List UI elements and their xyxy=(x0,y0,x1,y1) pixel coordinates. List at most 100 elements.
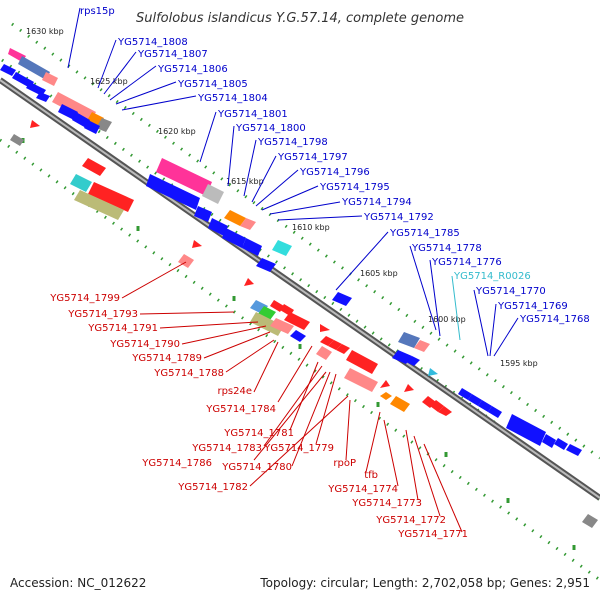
reverse-labels: YG5714_1799 YG5714_1793 YG5714_1791 YG57… xyxy=(49,293,468,540)
gene-label: YG5714_1799 xyxy=(49,293,120,304)
gene-feature xyxy=(244,278,254,286)
gene-label: YG5714_1794 xyxy=(341,197,412,208)
gene-feature xyxy=(74,190,124,220)
gene-feature xyxy=(222,228,246,248)
gene-label: YG5714_1800 xyxy=(235,123,306,134)
gene-feature xyxy=(320,324,330,332)
gene-label: YG5714_1776 xyxy=(431,257,502,268)
gene-label: YG5714_1778 xyxy=(411,243,482,254)
gene-feature xyxy=(192,240,202,248)
gene-feature xyxy=(156,158,212,196)
gene-feature xyxy=(70,174,92,192)
gene-feature xyxy=(346,350,378,374)
gene-feature xyxy=(398,332,420,348)
gene-feature xyxy=(30,120,40,128)
gene-feature xyxy=(468,394,482,406)
gene-feature xyxy=(284,312,310,330)
gene-label: YG5714_1805 xyxy=(177,79,248,90)
gene-feature xyxy=(566,444,582,456)
gene-feature xyxy=(582,514,598,528)
gene-feature xyxy=(36,92,50,102)
gene-feature xyxy=(430,400,444,412)
gene-label: YG5714_1808 xyxy=(117,37,188,48)
accession-text: Accession: NC_012622 xyxy=(10,576,146,590)
gene-label: YG5714_1796 xyxy=(299,167,370,178)
gene-feature xyxy=(256,258,276,272)
gene-label: YG5714_1797 xyxy=(277,152,348,163)
gene-feature xyxy=(84,120,100,134)
gene-label: YG5714_1773 xyxy=(351,498,422,509)
gene-label: YG5714_1798 xyxy=(257,137,328,148)
gene-feature xyxy=(478,400,492,412)
reverse-leader-lines xyxy=(121,261,463,533)
kbp-label: 1610 kbp xyxy=(292,223,330,232)
gene-feature xyxy=(12,72,34,88)
kbp-label: 1595 kbp xyxy=(500,359,538,368)
reverse-features xyxy=(10,120,598,528)
gene-feature xyxy=(82,158,106,176)
gene-label: YG5714_1790 xyxy=(109,339,180,350)
gene-label: YG5714_1807 xyxy=(137,49,208,60)
gene-feature xyxy=(240,218,256,230)
kbp-label: 1625 kbp xyxy=(90,77,128,86)
gene-feature xyxy=(52,92,96,122)
gene-feature xyxy=(272,240,292,256)
gene-label: YG5714_R0026 xyxy=(453,271,531,282)
gene-label: YG5714_1788 xyxy=(153,368,224,379)
gene-feature xyxy=(270,300,284,312)
gene-label: YG5714_1783 xyxy=(191,443,262,454)
gene-feature xyxy=(390,396,410,412)
gene-label: YG5714_1780 xyxy=(221,462,292,473)
genome-axis xyxy=(0,77,600,501)
gene-feature xyxy=(344,368,378,392)
gene-label: YG5714_1774 xyxy=(327,484,398,495)
gene-feature xyxy=(380,380,390,388)
gene-label: YG5714_1792 xyxy=(363,212,434,223)
gene-label: tfb xyxy=(364,470,378,481)
gene-label: YG5714_1784 xyxy=(205,404,276,415)
gene-label: YG5714_1785 xyxy=(389,228,460,239)
gene-feature xyxy=(404,384,414,392)
gene-feature xyxy=(146,174,200,210)
gene-label: YG5714_1789 xyxy=(131,353,202,364)
kbp-label: 1615 kbp xyxy=(226,177,264,186)
gene-feature xyxy=(316,346,332,360)
gene-feature xyxy=(194,206,212,222)
gene-feature xyxy=(178,254,194,268)
gene-feature xyxy=(380,392,392,400)
gene-feature xyxy=(96,118,112,132)
gene-feature xyxy=(10,134,24,146)
tick-line-outer-top xyxy=(11,22,600,460)
gene-label: YG5714_1806 xyxy=(157,64,228,75)
gene-feature xyxy=(18,56,50,80)
gene-feature xyxy=(242,238,262,256)
gene-feature xyxy=(258,306,276,320)
topology-summary: Topology: circular; Length: 2,702,058 bp… xyxy=(259,576,590,590)
gene-feature xyxy=(438,406,452,416)
gene-feature xyxy=(72,112,90,128)
kbp-label: 1630 kbp xyxy=(26,27,64,36)
gene-feature xyxy=(414,340,430,352)
gene-feature xyxy=(406,356,420,366)
gene-feature xyxy=(270,318,294,334)
forward-labels: rps15p YG5714_1808 YG5714_1807 YG5714_18… xyxy=(80,6,590,325)
gene-label: rps15p xyxy=(80,6,115,17)
kbp-label: 1600 kbp xyxy=(428,315,466,324)
kbp-labels: 1630 kbp 1625 kbp 1620 kbp 1615 kbp 1610… xyxy=(26,27,538,368)
gene-label: YG5714_1772 xyxy=(375,515,446,526)
gene-feature xyxy=(332,292,352,306)
gene-label: YG5714_1795 xyxy=(319,182,390,193)
gene-feature xyxy=(458,388,472,400)
gene-feature xyxy=(336,344,350,354)
gene-feature xyxy=(250,312,284,336)
gene-feature xyxy=(88,182,134,212)
gene-feature xyxy=(0,64,16,76)
gene-label: YG5714_1791 xyxy=(87,323,158,334)
gene-label: YG5714_1781 xyxy=(223,428,294,439)
gene-label: YG5714_1771 xyxy=(397,529,468,540)
map-title: Sulfolobus islandicus Y.G.57.14, complet… xyxy=(136,11,464,26)
gene-label: YG5714_1786 xyxy=(141,458,212,469)
gene-feature xyxy=(488,406,502,418)
gene-feature xyxy=(224,210,246,226)
